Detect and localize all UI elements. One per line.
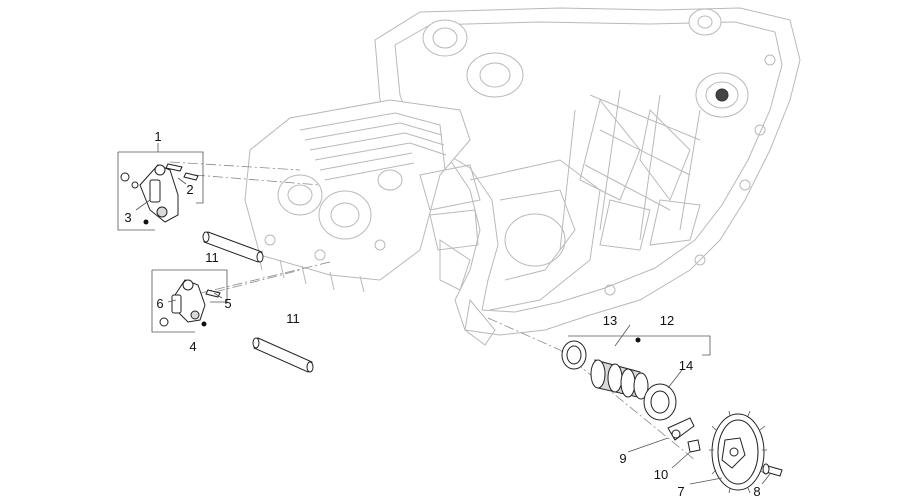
cam-sprocket [709, 410, 767, 494]
callout-6: 6 [156, 296, 163, 311]
rocker-arm-group-upper [117, 151, 204, 231]
callout-12: 12 [660, 313, 674, 328]
callout-11-lower: 11 [286, 311, 300, 326]
callout-13: 13 [603, 313, 617, 328]
crankcase-housing [244, 7, 801, 346]
leader-lines [135, 143, 771, 485]
assembly-lines [169, 161, 696, 461]
rocker-shaft-lower [252, 337, 314, 373]
callout-3: 3 [124, 210, 131, 225]
callout-2: 2 [186, 182, 193, 197]
rocker-shaft-upper [202, 231, 264, 263]
callout-8: 8 [753, 484, 760, 498]
rocker-arm-group-lower [151, 269, 228, 333]
sprocket-bolt [762, 463, 783, 477]
callout-14: 14 [679, 358, 693, 373]
camshaft-group [561, 335, 711, 421]
callout-11-upper: 11 [205, 250, 219, 265]
callout-7: 7 [677, 484, 684, 498]
decompressor-parts [667, 417, 701, 453]
callout-10: 10 [654, 467, 668, 482]
callout-labels: 1 2 3 11 5 6 4 11 12 13 14 9 10 7 8 [124, 129, 760, 498]
callout-9: 9 [619, 451, 626, 466]
callout-1: 1 [154, 129, 161, 144]
callout-4: 4 [189, 339, 196, 354]
callout-5: 5 [224, 296, 231, 311]
